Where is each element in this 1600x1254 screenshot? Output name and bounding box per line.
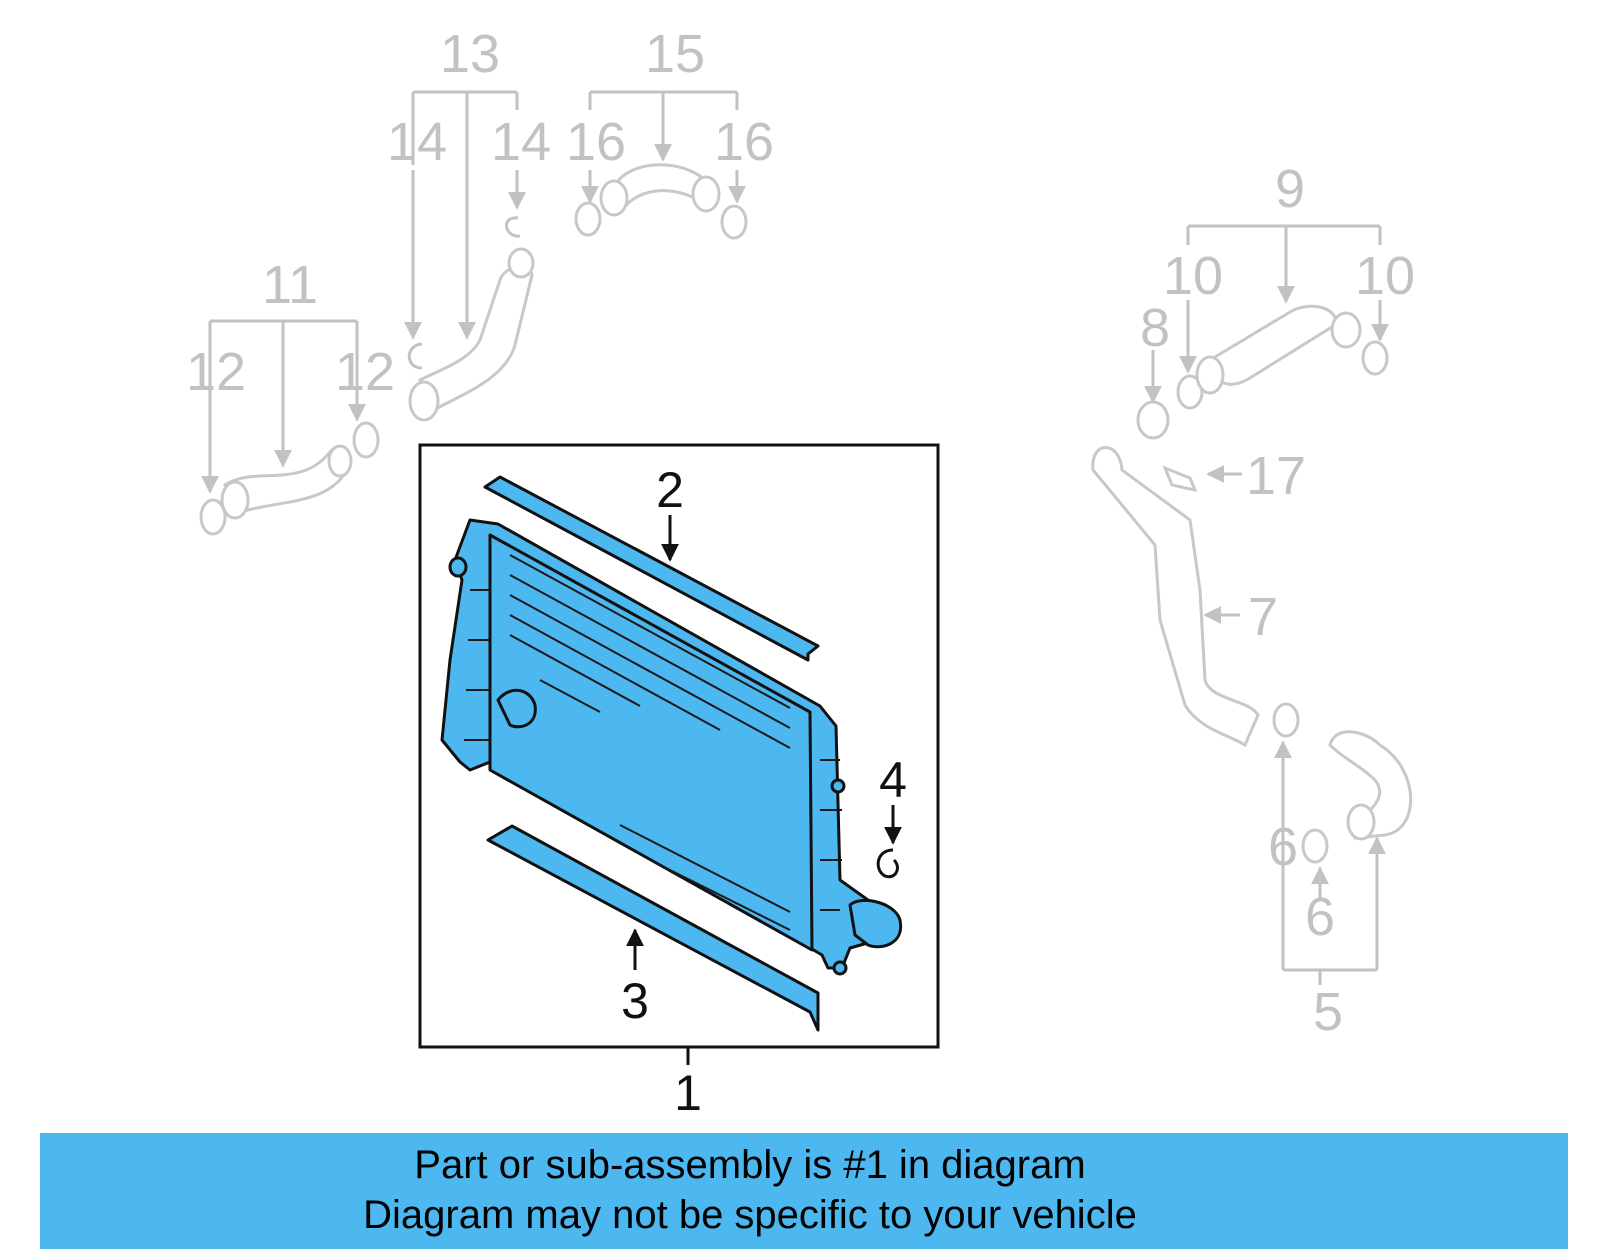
clip-part-4[interactable] [876, 848, 899, 879]
callout-14-left[interactable]: 14 [387, 112, 447, 172]
hose-group-13 [404, 90, 535, 422]
lower-air-guide[interactable] [486, 824, 820, 1032]
callout-16-right[interactable]: 16 [714, 112, 774, 172]
callout-7[interactable]: 7 [1248, 587, 1278, 647]
callout-13[interactable]: 13 [440, 24, 500, 84]
intercooler[interactable] [440, 518, 903, 976]
callout-10-right[interactable]: 10 [1355, 246, 1415, 306]
callout-16-left[interactable]: 16 [566, 112, 626, 172]
callout-10-left[interactable]: 10 [1163, 246, 1223, 306]
hose-group-15 [574, 90, 748, 240]
callout-8[interactable]: 8 [1140, 298, 1170, 358]
callout-4[interactable]: 4 [879, 752, 907, 808]
assembly-box[interactable] [418, 443, 940, 1065]
callout-17[interactable]: 17 [1246, 446, 1306, 506]
callout-9[interactable]: 9 [1275, 159, 1305, 219]
callout-3[interactable]: 3 [621, 973, 649, 1029]
callout-6-upper[interactable]: 6 [1268, 817, 1298, 877]
callout-14-right[interactable]: 14 [491, 112, 551, 172]
callout-5[interactable]: 5 [1313, 982, 1343, 1042]
callout-12-left[interactable]: 12 [186, 342, 246, 402]
banner-line-2: Diagram may not be specific to your vehi… [363, 1193, 1137, 1237]
callout-1[interactable]: 1 [674, 1065, 702, 1121]
hose-group-right [1091, 224, 1413, 985]
callout-12-right[interactable]: 12 [335, 342, 395, 402]
callout-15[interactable]: 15 [645, 24, 705, 84]
callout-11[interactable]: 11 [262, 255, 318, 315]
upper-air-guide[interactable] [483, 475, 820, 662]
callout-2[interactable]: 2 [656, 462, 684, 518]
banner-line-1: Part or sub-assembly is #1 in diagram [414, 1143, 1086, 1187]
hose-group-11 [199, 319, 380, 536]
callout-6-lower[interactable]: 6 [1305, 887, 1335, 947]
notice-banner: Part or sub-assembly is #1 in diagram Di… [40, 1133, 1568, 1249]
